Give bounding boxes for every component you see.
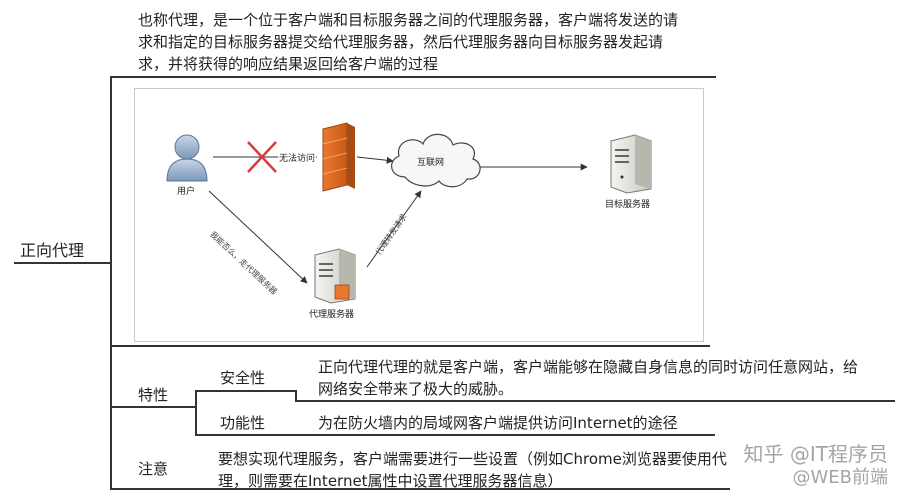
watermark-line: 知乎 @IT程序员 — [743, 442, 888, 466]
definition-text: 也称代理，是一个位于客户端和目标服务器之间的代理服务器，客户端将发送的请 求和指… — [138, 9, 728, 75]
notes-line: 要想实现代理服务，客户端需要进行一些设置（例如Chrome浏览器要使用代 — [218, 450, 727, 468]
blocked-x-icon — [247, 141, 277, 173]
notes-label: 注意 — [138, 460, 169, 478]
internet-label: 互联网 — [417, 158, 445, 168]
security-text-underline — [295, 400, 895, 402]
user-label: 用户 — [177, 187, 196, 197]
diagram-underline — [110, 345, 710, 347]
features-underline — [110, 406, 195, 408]
definition-line: 求，并将获得的响应结果返回给客户端的过程 — [138, 55, 439, 73]
function-label: 功能性 — [220, 414, 266, 432]
proxy-server-label: 代理服务器 — [309, 310, 355, 320]
notes-line: 理，则需要在Internet属性中设置代理服务器信息） — [218, 472, 563, 490]
security-line: 正向代理代理的就是客户端，客户端能够在隐藏自身信息的同时访问任意网站，给 — [318, 358, 859, 376]
proxy-to-internet-arrow — [366, 190, 422, 268]
definition-underline — [110, 76, 716, 78]
root-underline — [14, 262, 111, 264]
notes-underline — [110, 488, 730, 490]
features-connector — [195, 390, 197, 434]
proxy-server-icon — [314, 248, 356, 304]
user-to-proxy-arrow — [208, 190, 308, 284]
internet-cloud-icon — [391, 133, 481, 188]
firewall-to-internet-arrow — [356, 156, 394, 164]
target-server-label: 目标服务器 — [605, 200, 651, 210]
forward-proxy-diagram: 用户 无法访问 互联网 目标服务器 代理服务器 我能否么，走代理服务器 代理转发… — [134, 88, 704, 342]
security-underline — [195, 390, 295, 392]
firewall-icon — [322, 122, 355, 192]
function-text: 为在防火墙内的局域网客户端提供访问Internet的途径 — [318, 414, 678, 432]
security-link — [295, 390, 297, 400]
definition-line: 求和指定的目标服务器提交给代理服务器，然后代理服务器向目标服务器发起请 — [138, 33, 664, 51]
root-label: 正向代理 — [20, 241, 85, 260]
target-server-icon — [610, 134, 652, 194]
features-label: 特性 — [138, 386, 169, 404]
main-branch-connector — [110, 76, 112, 488]
watermark-line: @WEB前端 — [792, 467, 888, 488]
diagram-svg — [166, 122, 652, 304]
user-icon — [166, 134, 208, 182]
security-line: 网络安全带来了极大的威胁。 — [318, 380, 514, 398]
watermark: 知乎 @IT程序员 @WEB前端 — [744, 442, 888, 490]
notes-text: 要想实现代理服务，客户端需要进行一些设置（例如Chrome浏览器要使用代 理，则… — [218, 448, 758, 492]
security-label: 安全性 — [220, 369, 266, 387]
blocked-label: 无法访问 — [278, 151, 317, 164]
security-text: 正向代理代理的就是客户端，客户端能够在隐藏自身信息的同时访问任意网站，给 网络安… — [318, 356, 903, 400]
function-underline — [195, 434, 715, 436]
definition-line: 也称代理，是一个位于客户端和目标服务器之间的代理服务器，客户端将发送的请 — [138, 11, 679, 29]
